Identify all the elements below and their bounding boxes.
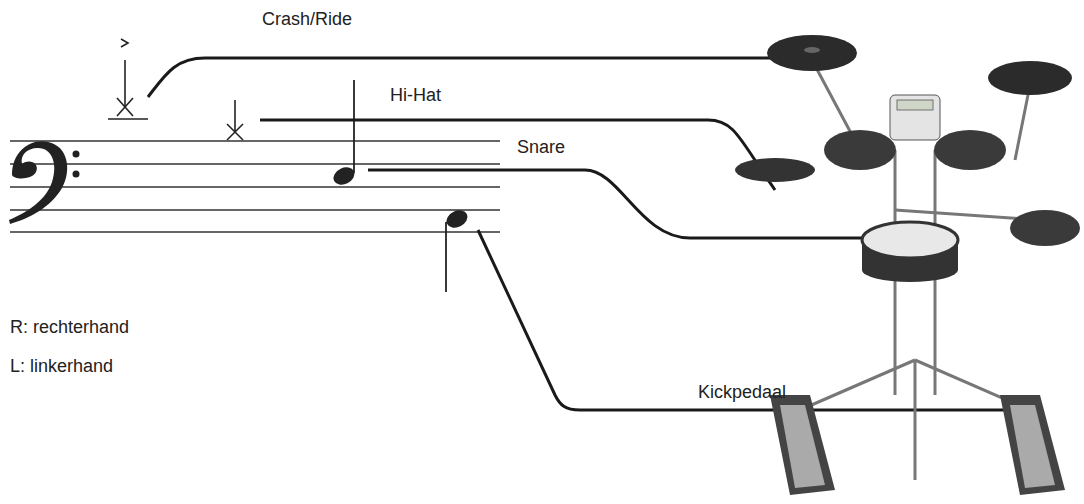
hihat-note (227, 100, 243, 140)
legend-note: L: linkerhand (10, 357, 113, 377)
snare-note (331, 80, 358, 188)
drum-kit (735, 35, 1080, 495)
part-label: Snare (517, 138, 565, 158)
staff-lines (10, 141, 500, 232)
part-label: Hi-Hat (390, 86, 441, 106)
part-label: Crash/Ride (262, 10, 352, 30)
legend-note: R: rechterhand (10, 318, 129, 338)
leader-lines (148, 58, 1005, 410)
part-label: Kickpedaal (698, 383, 786, 403)
bass-clef (9, 141, 80, 224)
kick-note (444, 207, 471, 292)
crash-note (108, 39, 148, 119)
